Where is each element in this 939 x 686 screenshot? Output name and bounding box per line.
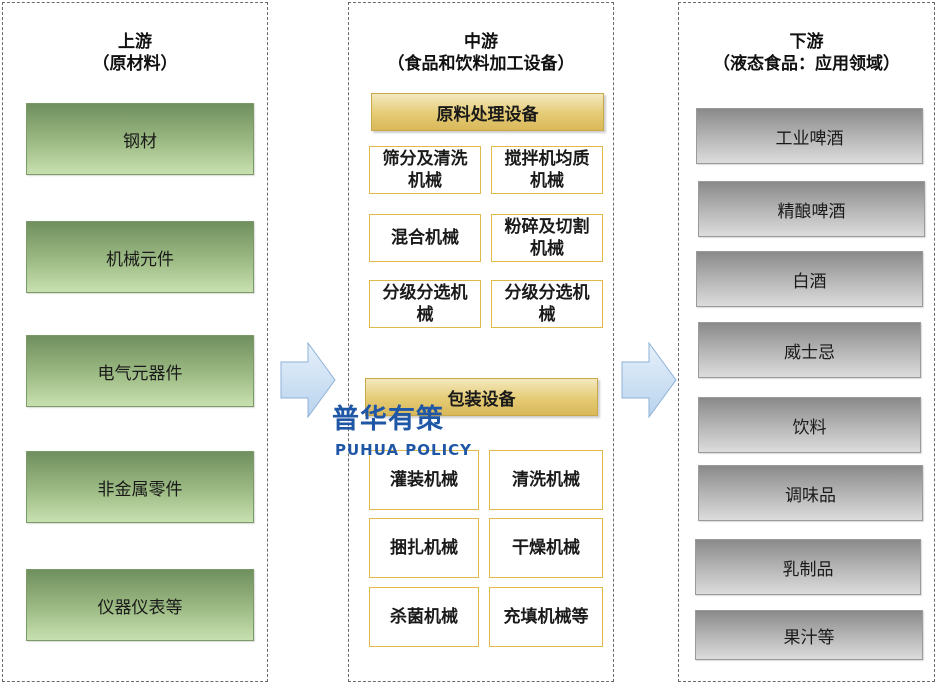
machine-drying: 干燥机械 xyxy=(489,518,603,578)
upstream-item-electrical-components: 电气元器件 xyxy=(26,335,254,407)
midstream-title: 中游 xyxy=(464,32,498,52)
downstream-column: 下游 （液态食品：应用领域） 工业啤酒 精酿啤酒 白酒 威士忌 饮料 调味品 乳… xyxy=(678,2,935,682)
raw-material-equipment-header: 原料处理设备 xyxy=(371,93,604,131)
machine-blending: 混合机械 xyxy=(369,214,481,262)
midstream-subtitle: （食品和饮料加工设备） xyxy=(387,54,575,74)
machine-cleaning: 清洗机械 xyxy=(489,450,603,510)
machine-crushing-cutting: 粉碎及切割机械 xyxy=(491,214,603,262)
machine-mixing-homogenizing: 搅拌机均质机械 xyxy=(491,146,603,194)
downstream-item-industrial-beer: 工业啤酒 xyxy=(696,108,923,164)
watermark-chinese: 普华有策 xyxy=(332,404,444,435)
machine-grading-sorting-1: 分级分选机械 xyxy=(369,280,481,328)
upstream-item-instruments: 仪器仪表等 xyxy=(26,569,254,641)
downstream-item-juice: 果汁等 xyxy=(695,610,923,660)
machine-filling-etc: 充填机械等 xyxy=(489,587,603,647)
midstream-column: 中游 （食品和饮料加工设备） 原料处理设备 筛分及清洗机械 搅拌机均质机械 混合… xyxy=(348,2,614,682)
downstream-item-baijiu: 白酒 xyxy=(696,251,923,307)
upstream-title: 上游 xyxy=(118,32,152,52)
machine-sterilizing: 杀菌机械 xyxy=(369,587,479,647)
downstream-item-craft-beer: 精酿啤酒 xyxy=(698,181,925,237)
packaging-equipment-header: 包装设备 xyxy=(365,378,598,416)
flow-arrow-icon xyxy=(280,342,336,418)
flow-arrow-icon xyxy=(621,342,677,418)
machine-bundling: 捆扎机械 xyxy=(369,518,479,578)
upstream-item-mechanical-parts: 机械元件 xyxy=(26,221,254,293)
downstream-item-whisky: 威士忌 xyxy=(698,322,921,378)
upstream-item-nonmetal-parts: 非金属零件 xyxy=(26,451,254,523)
upstream-column: 上游 （原材料） 钢材 机械元件 电气元器件 非金属零件 仪器仪表等 xyxy=(2,2,268,682)
upstream-item-steel: 钢材 xyxy=(26,103,254,175)
upstream-subtitle: （原材料） xyxy=(92,54,178,74)
downstream-subtitle: （液态食品：应用领域） xyxy=(713,54,900,74)
downstream-title: 下游 xyxy=(789,32,824,52)
machine-filling: 灌装机械 xyxy=(369,450,479,510)
downstream-item-dairy: 乳制品 xyxy=(695,539,921,595)
machine-screening-washing: 筛分及清洗机械 xyxy=(369,146,481,194)
downstream-item-condiments: 调味品 xyxy=(698,465,923,521)
machine-grading-sorting-2: 分级分选机械 xyxy=(491,280,603,328)
downstream-item-beverages: 饮料 xyxy=(698,397,921,453)
watermark-english: PUHUA POLICY xyxy=(335,441,473,459)
